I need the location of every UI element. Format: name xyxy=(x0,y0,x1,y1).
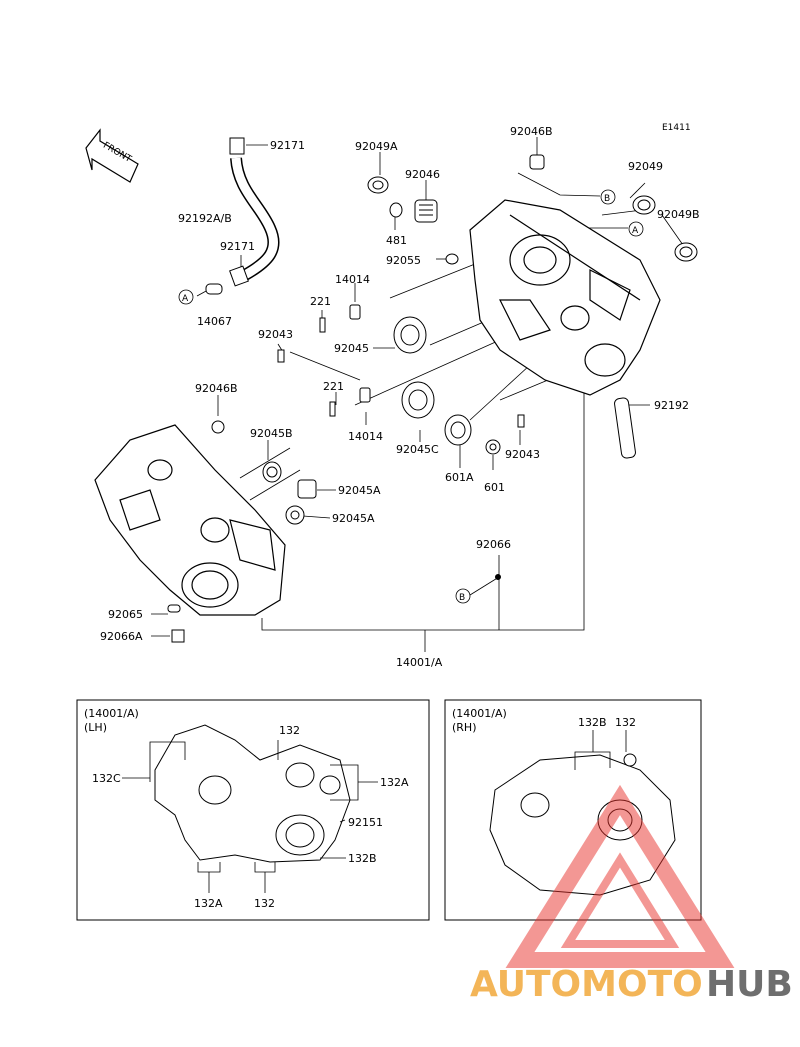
part-label: 92045 xyxy=(334,342,369,355)
part-label: 92049A xyxy=(355,140,398,153)
callout-b-bottom: B xyxy=(459,593,465,603)
box-lh-label: 132A xyxy=(380,776,409,789)
bearings-and-seals xyxy=(167,154,698,643)
part-label: 92045A xyxy=(338,484,381,497)
watermark-text-2: HUB xyxy=(706,964,793,1005)
part-label: 92045B xyxy=(250,427,293,440)
part-label: 221 xyxy=(323,380,344,393)
box-lh-label: 92151 xyxy=(348,816,383,829)
part-label: 92043 xyxy=(258,328,293,341)
part-label: 92043 xyxy=(505,448,540,461)
box-lh-label: 132 xyxy=(279,724,300,737)
part-label: 92065 xyxy=(108,608,143,621)
watermark-text-1: AUTOMOTO xyxy=(470,964,703,1005)
ref-code: E1411 xyxy=(662,123,691,133)
callout-b-top: B xyxy=(604,194,610,204)
callout-a-right: A xyxy=(632,226,639,236)
part-label: 14014 xyxy=(335,273,370,286)
crankcase-left xyxy=(94,424,286,616)
box-rh-title: (14001/A) xyxy=(452,707,507,720)
part-label: 92045C xyxy=(396,443,439,456)
callouts: A B A B xyxy=(178,189,644,604)
box-lh-side: (LH) xyxy=(84,721,107,734)
breather-hose xyxy=(205,137,280,295)
crankcase-right xyxy=(469,199,661,396)
part-label: 92192 xyxy=(654,399,689,412)
box-rh-label: 132B xyxy=(578,716,607,729)
inset-box-lh: (14001/A) (LH) 132C 132 132A 92151 13 xyxy=(76,699,430,921)
part-label: 92046 xyxy=(405,168,440,181)
part-label: 601A xyxy=(445,471,474,484)
box-lh-label: 132A xyxy=(194,897,223,910)
callout-a-left: A xyxy=(182,294,189,304)
part-labels: 92171 92192A/B 92171 14067 92049A 92046 … xyxy=(100,125,700,669)
warning-triangle-icon xyxy=(505,784,735,968)
box-rh-side: (RH) xyxy=(452,721,477,734)
part-label: 92049B xyxy=(657,208,700,221)
part-label: 481 xyxy=(386,234,407,247)
part-label: 14001/A xyxy=(396,656,443,669)
part-label: 92171 xyxy=(270,139,305,152)
box-rh-label: 132 xyxy=(615,716,636,729)
part-label: 92171 xyxy=(220,240,255,253)
box-lh-label: 132 xyxy=(254,897,275,910)
part-label: 14067 xyxy=(197,315,232,328)
part-label: 92066 xyxy=(476,538,511,551)
part-label: 92046B xyxy=(195,382,238,395)
watermark: AUTOMOTO HUB xyxy=(470,784,793,1005)
part-label: 92049 xyxy=(628,160,663,173)
part-label: 92055 xyxy=(386,254,421,267)
part-label: 92045A xyxy=(332,512,375,525)
box-lh-label: 132C xyxy=(92,772,121,785)
part-label: 601 xyxy=(484,481,505,494)
box-lh-label: 132B xyxy=(348,852,377,865)
box-lh-title: (14001/A) xyxy=(84,707,139,720)
part-label: 14014 xyxy=(348,430,383,443)
part-label: 92066A xyxy=(100,630,143,643)
part-label: 92046B xyxy=(510,125,553,138)
part-label: 92192A/B xyxy=(178,212,232,225)
part-label: 221 xyxy=(310,295,331,308)
front-arrow-icon: FRONT xyxy=(85,128,139,183)
